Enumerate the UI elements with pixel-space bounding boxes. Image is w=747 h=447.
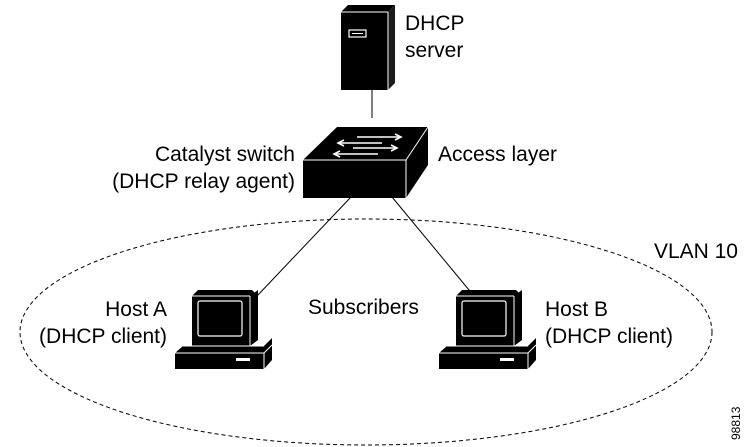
server-tower-icon [341,5,395,90]
figure-id: 98813 [729,406,743,440]
vlan-boundary [19,218,713,446]
host-a-label-line1: Host A [105,298,167,321]
access-layer-label: Access layer [438,143,557,166]
switch-label-line2: (DHCP relay agent) [112,170,295,193]
vlan-label: VLAN 10 [654,240,738,263]
server-label-line2: server [405,39,463,62]
host-a-label-line2: (DHCP client) [39,325,167,348]
link-switch-host-b [391,196,475,297]
network-switch-icon [303,126,429,198]
link-switch-host-a [256,196,352,297]
subscribers-label: Subscribers [308,296,419,319]
host-b-label-line1: Host B [545,298,608,321]
host-a-workstation-icon [175,290,273,369]
host-b-workstation-icon [439,290,537,369]
server-label-line1: DHCP [405,12,465,35]
host-b-label-line2: (DHCP client) [545,325,673,348]
switch-label-line1: Catalyst switch [155,143,295,166]
